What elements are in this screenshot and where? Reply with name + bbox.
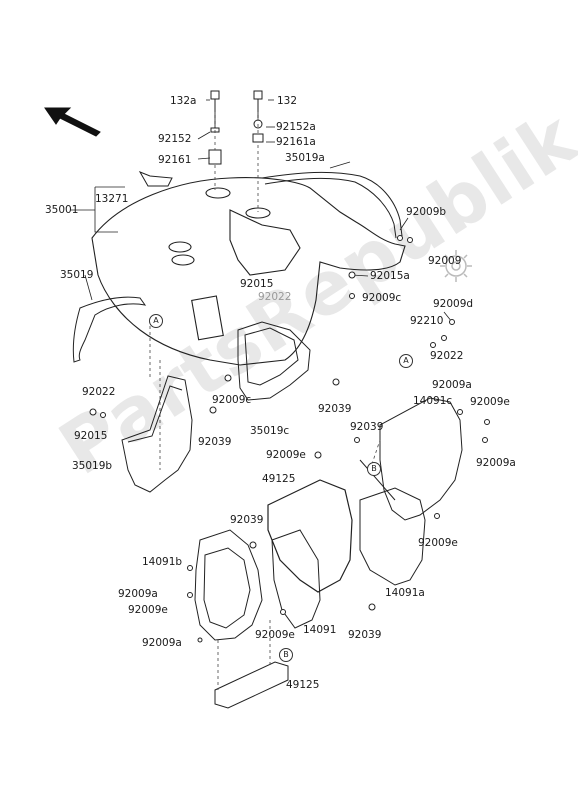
label-49125-top: 49125 bbox=[262, 473, 296, 485]
label-92015-left: 92015 bbox=[74, 430, 108, 442]
bracket-13271 bbox=[138, 171, 173, 187]
label-92009-right: 92009 bbox=[428, 255, 462, 267]
inner-fender-35019c bbox=[237, 321, 311, 401]
label-92009e-right-2: 92009e bbox=[418, 537, 458, 549]
label-35019c: 35019c bbox=[250, 425, 290, 437]
label-14091b: 14091b bbox=[142, 556, 183, 568]
label-35019: 35019 bbox=[60, 269, 94, 281]
bolt-132a bbox=[208, 90, 222, 165]
label-92009a-left-2: 92009a bbox=[142, 637, 182, 649]
rail-35019a bbox=[261, 171, 403, 237]
label-92009c-mid: 92009c bbox=[212, 394, 252, 406]
label-92039-bottom: 92039 bbox=[348, 629, 382, 641]
chain-guard-14091c bbox=[379, 397, 463, 521]
chain-guard-14091b bbox=[194, 529, 263, 641]
label-14091c: 14091c bbox=[413, 395, 453, 407]
label-92009e-center: 92009e bbox=[266, 449, 306, 461]
label-92039-left: 92039 bbox=[230, 514, 264, 526]
label-92022-mid: 92022 bbox=[258, 291, 292, 303]
label-92210: 92210 bbox=[410, 315, 444, 327]
label-92009e-bottom: 92009e bbox=[255, 629, 295, 641]
callout-a-right: A bbox=[399, 354, 413, 368]
label-49125-bottom: 49125 bbox=[286, 679, 320, 691]
label-92009e-left: 92009e bbox=[128, 604, 168, 616]
label-92009b: 92009b bbox=[406, 206, 447, 218]
rail-35019 bbox=[72, 296, 147, 363]
gear-icon bbox=[440, 250, 472, 282]
guard-14091 bbox=[271, 529, 321, 629]
direction-arrow-icon bbox=[44, 107, 101, 137]
label-92009a-right-2: 92009a bbox=[476, 457, 516, 469]
rear-fender-35001 bbox=[91, 177, 406, 366]
label-35019b: 35019b bbox=[72, 460, 113, 472]
label-14091: 14091 bbox=[303, 624, 337, 636]
label-132: 132 bbox=[277, 95, 298, 107]
label-92039-center: 92039 bbox=[350, 421, 384, 433]
label-132a: 132a bbox=[170, 95, 197, 107]
bolt-132 bbox=[252, 90, 264, 143]
label-92009a-left-1: 92009a bbox=[118, 588, 158, 600]
callout-b-bottom: B bbox=[279, 648, 293, 662]
plate-49125-bottom bbox=[214, 661, 289, 709]
label-92009a-right-1: 92009a bbox=[432, 379, 472, 391]
label-92039-mid: 92039 bbox=[198, 436, 232, 448]
label-92009e-right-1: 92009e bbox=[470, 396, 510, 408]
label-92015a: 92015a bbox=[370, 270, 410, 282]
label-13271: 13271 bbox=[95, 193, 129, 205]
guard-49125-top bbox=[267, 479, 353, 593]
label-92015-mid: 92015 bbox=[240, 278, 274, 290]
label-35019a: 35019a bbox=[285, 152, 325, 164]
label-92152a: 92152a bbox=[276, 121, 316, 133]
label-92152-left: 92152 bbox=[158, 133, 192, 145]
label-92161-left: 92161 bbox=[158, 154, 192, 166]
callout-b-right: B bbox=[367, 462, 381, 476]
chain-guard-14091a bbox=[359, 487, 426, 586]
label-92039-right: 92039 bbox=[318, 403, 352, 415]
label-35001: 35001 bbox=[45, 204, 79, 216]
label-92009d: 92009d bbox=[433, 298, 474, 310]
label-92009c-right: 92009c bbox=[362, 292, 402, 304]
label-92022-right: 92022 bbox=[430, 350, 464, 362]
label-92022-left: 92022 bbox=[82, 386, 116, 398]
label-92161a: 92161a bbox=[276, 136, 316, 148]
callout-a-left: A bbox=[149, 314, 163, 328]
label-14091a: 14091a bbox=[385, 587, 425, 599]
side-cover-35019b bbox=[121, 375, 193, 493]
